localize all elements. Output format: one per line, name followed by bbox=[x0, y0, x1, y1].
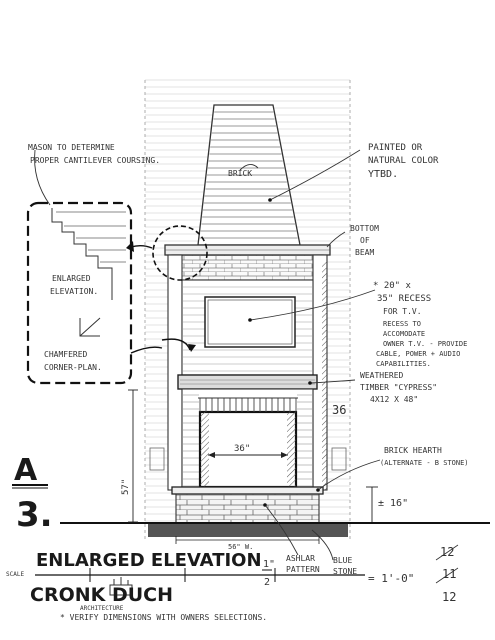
recess-note-line6: OWNER T.V. - PROVIDE bbox=[383, 340, 467, 348]
ashlar-label-line1: ASHLAR bbox=[286, 554, 315, 563]
enlarged-label-line1: ENLARGED bbox=[52, 274, 91, 283]
painted-note-line2: NATURAL COLOR bbox=[368, 156, 439, 166]
mantel-timber bbox=[177, 374, 318, 390]
dimension-36: 36" bbox=[234, 444, 250, 454]
sheet-number: 3. bbox=[16, 495, 53, 535]
scale-denominator: 2 bbox=[264, 577, 270, 588]
chamfered-label-line2: CORNER-PLAN. bbox=[44, 363, 102, 372]
mason-note-line2: PROPER CANTILEVER COURSING. bbox=[30, 156, 160, 165]
recess-note-line5: ACCOMODATE bbox=[383, 330, 425, 338]
timber-note-line3: 4X12 X 48" bbox=[370, 395, 418, 404]
date-year: 12 bbox=[442, 590, 456, 604]
chimney bbox=[197, 104, 301, 246]
detail-callout-circle bbox=[152, 225, 208, 281]
recess-note-line3: FOR T.V. bbox=[383, 307, 422, 316]
timber-note-line1: WEATHERED bbox=[360, 371, 404, 380]
bottom-beam-line3: BEAM bbox=[355, 248, 374, 257]
enlarged-label-line2: ELEVATION. bbox=[50, 287, 98, 296]
mason-note-line1: MASON TO DETERMINE bbox=[28, 143, 115, 152]
bottom-beam-line1: BOTTOM bbox=[350, 224, 379, 233]
hearth-note-line1: BRICK HEARTH bbox=[384, 446, 442, 455]
ashlar-label-line2: PATTERN bbox=[286, 565, 320, 574]
recess-note-line8: CAPABILITIES. bbox=[376, 360, 431, 368]
chamfered-label-line1: CHAMFERED bbox=[44, 350, 88, 359]
dimension-16: ± 16" bbox=[378, 498, 408, 509]
scale-equals: = 1'-0" bbox=[368, 572, 414, 585]
blue-stone-label-line1: BLUE bbox=[333, 556, 352, 565]
brick-label: BRICK bbox=[228, 169, 252, 178]
hearth bbox=[171, 486, 324, 495]
enlarged-detail-box bbox=[26, 201, 133, 385]
pier-left bbox=[167, 254, 183, 491]
bottom-beam-line2: OF bbox=[360, 236, 370, 245]
scale-numerator: 1" bbox=[263, 559, 275, 570]
scale-label: SCALE bbox=[6, 571, 24, 578]
recess-note-line2: 35" RECESS bbox=[377, 294, 431, 304]
recess-note-line4: RECESS TO bbox=[383, 320, 421, 328]
blue-stone-label-line2: STONE bbox=[333, 567, 357, 576]
soldier-course bbox=[198, 397, 298, 412]
timber-note-line2: TIMBER "CYPRESS" bbox=[360, 383, 437, 392]
firm-logo bbox=[109, 577, 133, 596]
verify-note: * VERIFY DIMENSIONS WITH OWNERS SELECTIO… bbox=[60, 613, 267, 622]
hearth-note-line2: (ALTERNATE - B STONE) bbox=[380, 459, 469, 467]
dimension-56: 56" W. bbox=[228, 543, 253, 551]
corbel-sketch bbox=[51, 208, 126, 337]
recess-note-line7: CABLE, POWER + AUDIO bbox=[376, 350, 460, 358]
dimension-36-side: 36 bbox=[332, 403, 346, 417]
recess-note-line1: * 20" x bbox=[373, 281, 412, 291]
floor-slab bbox=[148, 524, 348, 537]
painted-note-line3: YTBD. bbox=[368, 169, 398, 180]
tv-recess bbox=[204, 296, 296, 348]
dimension-57: 57" bbox=[121, 479, 131, 495]
stone-base bbox=[175, 493, 320, 525]
sheet-letter: A bbox=[14, 453, 38, 488]
firm-architects: ARCHITECTURE bbox=[80, 605, 124, 612]
firm-name: CRONK DUCH bbox=[30, 584, 173, 606]
painted-note-line1: PAINTED OR bbox=[368, 143, 423, 153]
drawing-title: ENLARGED ELEVATION bbox=[36, 550, 262, 571]
